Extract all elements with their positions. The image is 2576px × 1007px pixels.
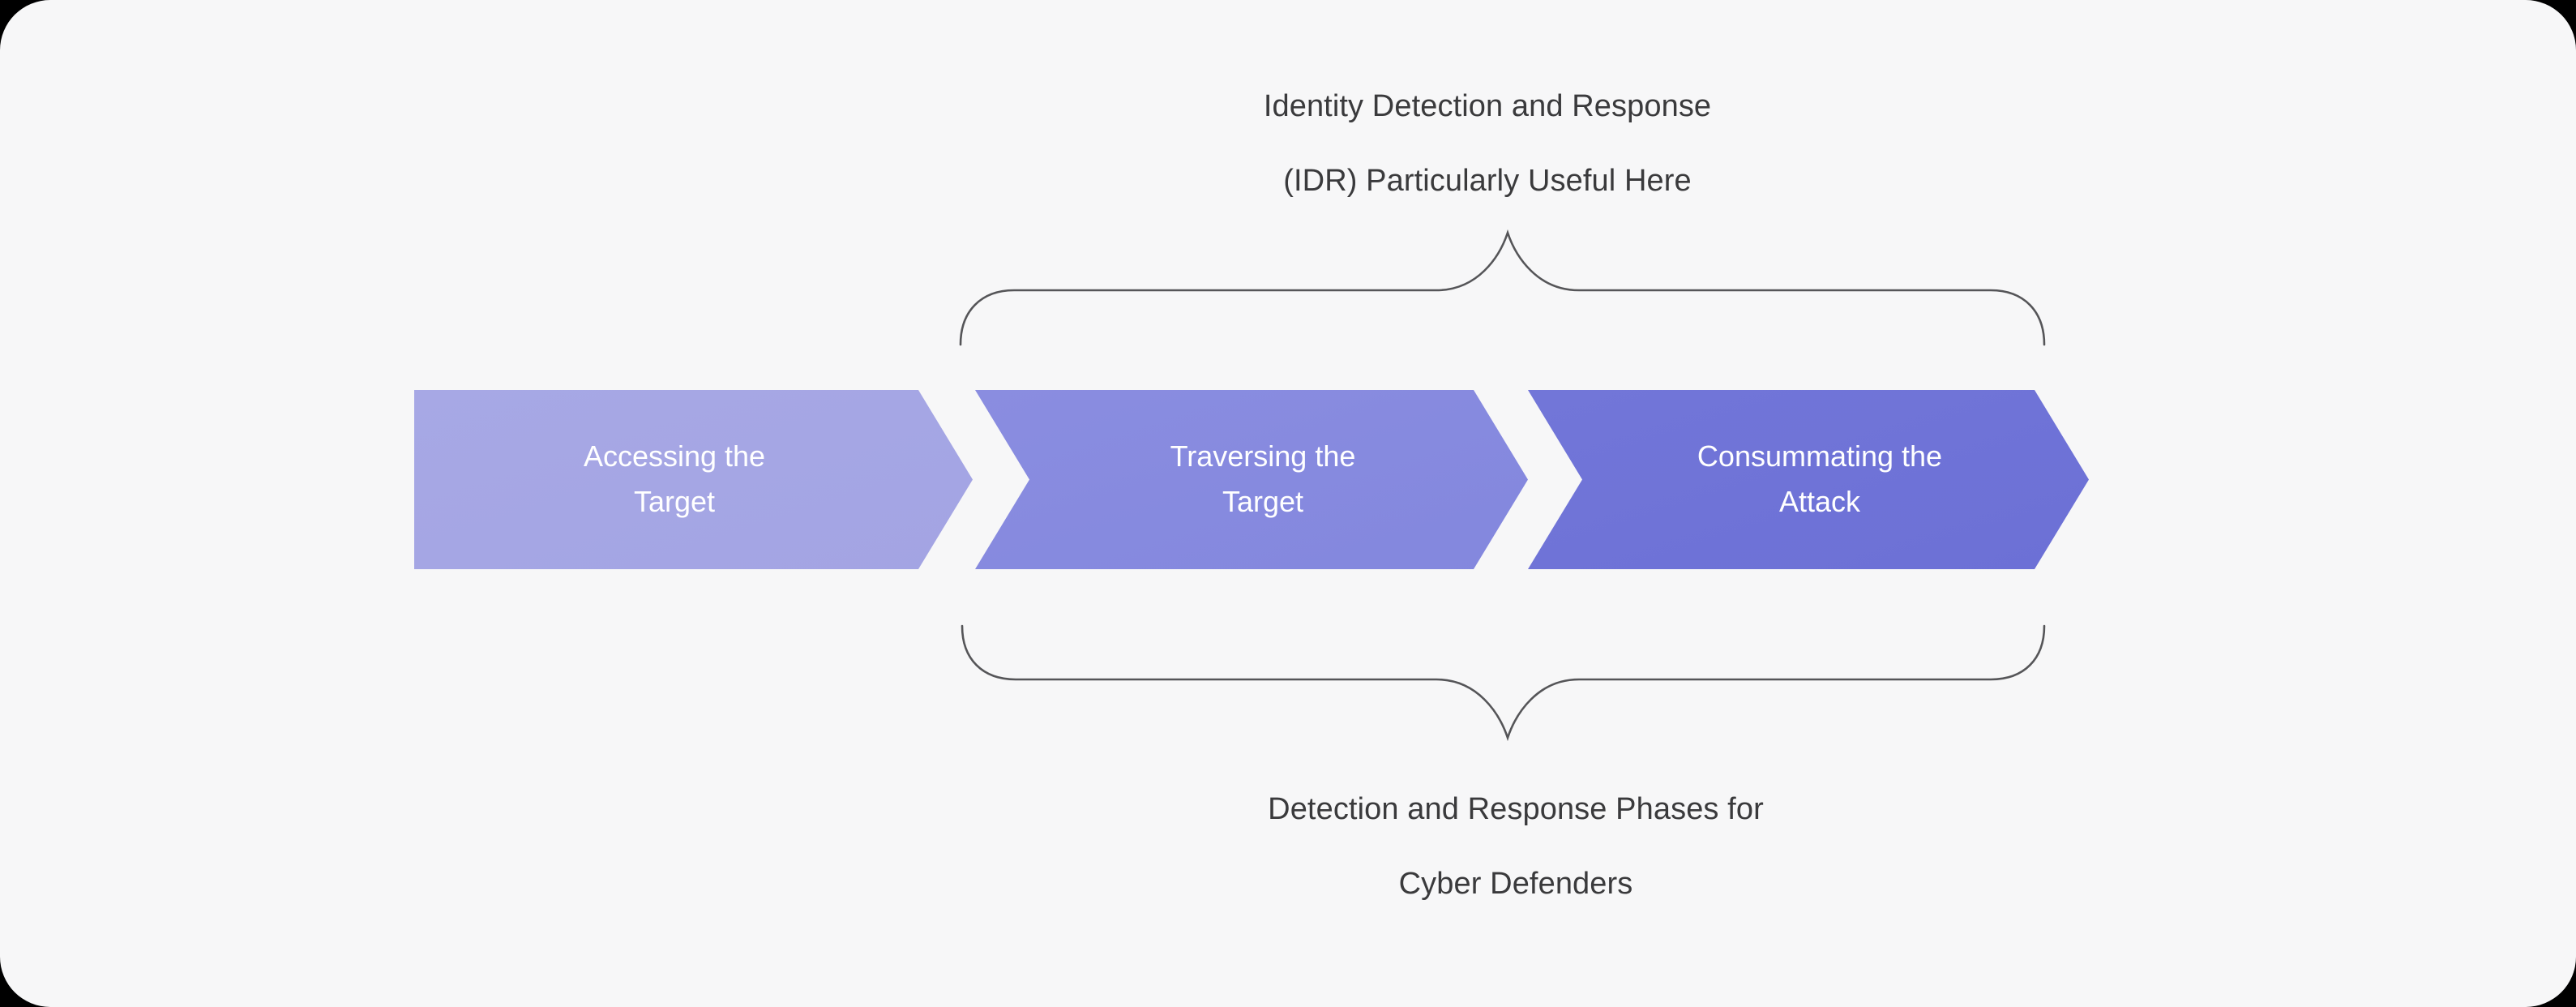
chevron-label-consummating-the-attack-line-2: Attack [1779, 485, 1861, 518]
chevron-label-traversing-the-target-line-2: Target [1222, 485, 1303, 518]
chevron-traversing-the-target[interactable] [975, 390, 1528, 569]
chevron-label-traversing-the-target-line-1: Traversing the [1170, 439, 1356, 473]
chevron-accessing-the-target[interactable] [414, 390, 973, 569]
chevron-label-accessing-the-target-line-1: Accessing the [584, 439, 765, 473]
chevron-label-consummating-the-attack-line-1: Consummating the [1697, 439, 1942, 473]
chevron-consummating-the-attack[interactable] [1528, 390, 2089, 569]
chevron-label-accessing-the-target-line-2: Target [634, 485, 715, 518]
detection-response-phases-caption: Detection and Response Phases for Cyber … [0, 772, 2576, 921]
caption-bottom-line-1: Detection and Response Phases for [0, 772, 2576, 846]
caption-bottom-line-2: Cyber Defenders [0, 846, 2576, 921]
